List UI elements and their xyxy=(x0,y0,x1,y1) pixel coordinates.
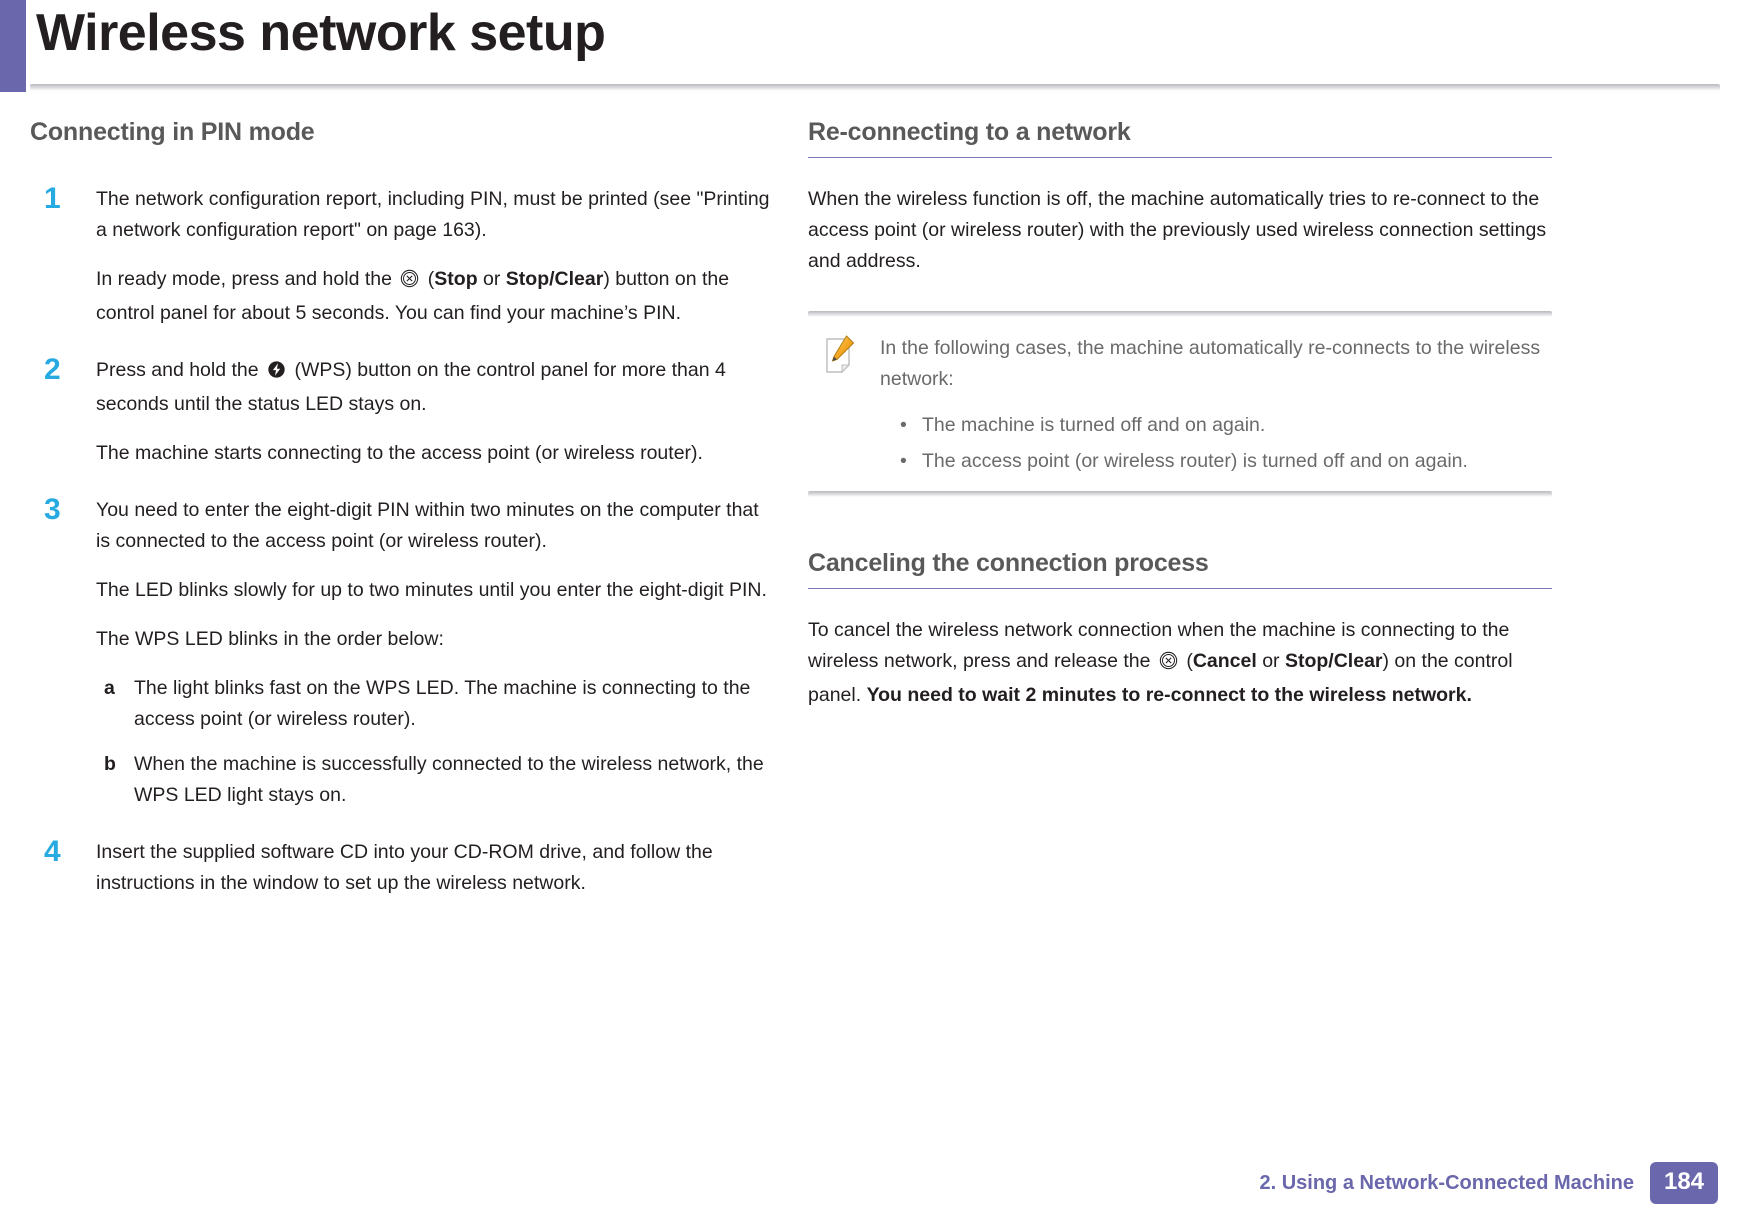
reconnect-paragraph: When the wireless function is off, the m… xyxy=(808,188,1547,272)
note-bullet-list: The machine is turned off and on again. … xyxy=(880,407,1546,479)
step-paragraph: Insert the supplied software CD into you… xyxy=(96,841,713,894)
note-box-reconnect: In the following cases, the machine auto… xyxy=(808,311,1552,497)
substep-letter: b xyxy=(104,753,116,775)
header-accent-bar xyxy=(0,0,26,92)
emphasis-text: Stop xyxy=(434,268,478,290)
page-header: Wireless network setup xyxy=(0,0,1748,92)
step-number: 1 xyxy=(44,182,61,215)
step-number: 4 xyxy=(44,835,61,868)
emphasis-text: You need to wait 2 minutes to re-connect… xyxy=(866,684,1472,706)
step-paragraph: The WPS LED blinks in the order below: xyxy=(96,628,444,650)
numbered-step: 3 You need to enter the eight-digit PIN w… xyxy=(30,495,774,811)
step-paragraph: Press and hold the (WPS) button on the c… xyxy=(96,358,726,415)
numbered-step: 2 Press and hold the (WPS) button on the … xyxy=(30,355,774,469)
section-heading-connecting-pin-mode: Connecting in PIN mode xyxy=(30,118,315,146)
stop-icon xyxy=(400,267,419,298)
section-rule-reconnecting xyxy=(808,157,1552,158)
substep-letter: a xyxy=(104,677,115,699)
step-paragraph: The machine starts connecting to the acc… xyxy=(96,442,703,464)
step-paragraph: You need to enter the eight-digit PIN wi… xyxy=(96,499,759,552)
step-number: 2 xyxy=(44,353,61,386)
emphasis-text: Stop/Clear xyxy=(505,268,604,290)
note-text: In the following cases, the machine auto… xyxy=(880,337,1541,390)
page-footer: 2. Using a Network-Connected Machine 184 xyxy=(1259,1161,1718,1205)
step-paragraph: The LED blinks slowly for up to two minu… xyxy=(96,579,767,601)
note-box-bottom-rule xyxy=(808,491,1552,497)
substep-text: The light blinks fast on the WPS LED. Th… xyxy=(134,677,751,730)
emphasis-text: Cancel xyxy=(1192,650,1257,672)
left-column: Connecting in PIN mode 1 The network conf… xyxy=(30,118,774,925)
section-rule-canceling xyxy=(808,588,1552,589)
step-paragraph: The network configuration report, includ… xyxy=(96,188,770,241)
numbered-step-list: 1 The network configuration report, inclu… xyxy=(30,184,774,899)
note-bullet-item: The machine is turned off and on again. xyxy=(880,407,1546,443)
wps-icon xyxy=(267,358,286,389)
emphasis-text: Stop/Clear xyxy=(1284,650,1383,672)
note-box-top-rule xyxy=(808,311,1552,317)
right-column: Re-connecting to a network When the wire… xyxy=(808,118,1552,711)
footer-page-number: 184 xyxy=(1650,1162,1718,1204)
substep-text: When the machine is successfully connect… xyxy=(134,753,764,806)
numbered-step: 4 Insert the supplied software CD into yo… xyxy=(30,837,774,899)
note-pencil-icon xyxy=(822,335,856,374)
footer-chapter-label: 2. Using a Network-Connected Machine xyxy=(1259,1171,1634,1194)
stop-icon xyxy=(1159,649,1178,680)
cancel-paragraph: To cancel the wireless network connectio… xyxy=(808,619,1513,706)
page-title: Wireless network setup xyxy=(36,4,606,62)
numbered-step: 1 The network configuration report, inclu… xyxy=(30,184,774,329)
note-bullet-item: The access point (or wireless router) is… xyxy=(880,443,1546,479)
section-heading-reconnecting: Re-connecting to a network xyxy=(808,118,1131,146)
section-heading-canceling: Canceling the connection process xyxy=(808,549,1209,577)
section-rule-left xyxy=(30,157,774,158)
step-number: 3 xyxy=(44,493,61,526)
step-paragraph: In ready mode, press and hold the (Stop … xyxy=(96,267,730,324)
header-divider-rule xyxy=(30,84,1720,91)
lettered-substep: b When the machine is successfully connec… xyxy=(96,749,774,811)
lettered-substep: a The light blinks fast on the WPS LED. T… xyxy=(96,673,774,735)
